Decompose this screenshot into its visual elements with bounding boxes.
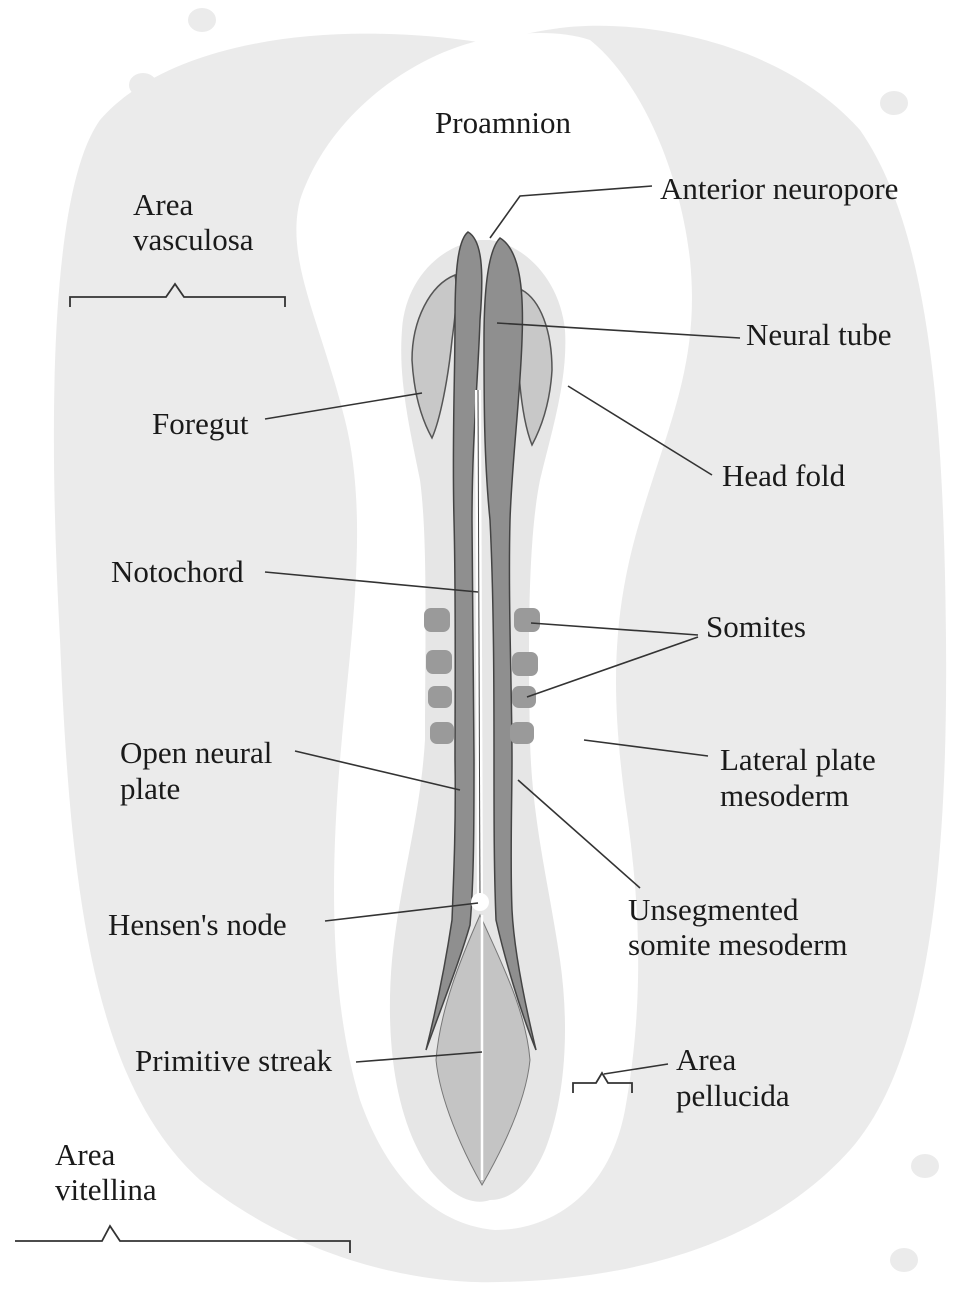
- somite: [424, 608, 450, 632]
- somite: [426, 650, 452, 674]
- label-lateral-plate-line2: mesoderm: [720, 778, 849, 813]
- label-proamnion: Proamnion: [435, 105, 572, 140]
- somite: [512, 652, 538, 676]
- label-unsegmented-line1: Unsegmented: [628, 892, 799, 927]
- somite: [430, 722, 454, 744]
- somite: [510, 722, 534, 744]
- label-hensens-node: Hensen's node: [108, 907, 287, 942]
- label-open-neural-plate-line2: plate: [120, 771, 180, 806]
- label-somites: Somites: [706, 609, 806, 644]
- label-anterior-neuropore: Anterior neuropore: [660, 171, 898, 206]
- label-notochord: Notochord: [111, 554, 244, 589]
- label-area-vitellina-line2: vitellina: [55, 1172, 157, 1207]
- label-lateral-plate-line1: Lateral plate: [720, 742, 876, 777]
- blood-island-dot: [188, 8, 216, 32]
- label-area-vasculosa-line1: Area: [133, 187, 193, 222]
- label-area-vitellina: Area vitellina: [55, 1137, 157, 1207]
- label-neural-tube: Neural tube: [746, 317, 891, 352]
- label-head-fold: Head fold: [722, 458, 846, 493]
- label-open-neural-plate-line1: Open neural: [120, 735, 272, 770]
- blood-island-dot: [129, 73, 157, 97]
- label-primitive-streak: Primitive streak: [135, 1043, 333, 1078]
- label-area-vitellina-line1: Area: [55, 1137, 115, 1172]
- blood-island-dot: [911, 1154, 939, 1178]
- blood-island-dot: [880, 91, 908, 115]
- label-unsegmented-line2: somite mesoderm: [628, 927, 848, 962]
- somite: [514, 608, 540, 632]
- hensens-node-dot: [471, 893, 489, 911]
- blood-island-dot: [890, 1248, 918, 1272]
- somite: [428, 686, 452, 708]
- somite: [512, 686, 536, 708]
- label-area-pellucida-line2: pellucida: [676, 1078, 790, 1113]
- label-foregut: Foregut: [152, 406, 249, 441]
- label-area-vasculosa-line2: vasculosa: [133, 222, 254, 257]
- label-area-pellucida-line1: Area: [676, 1042, 736, 1077]
